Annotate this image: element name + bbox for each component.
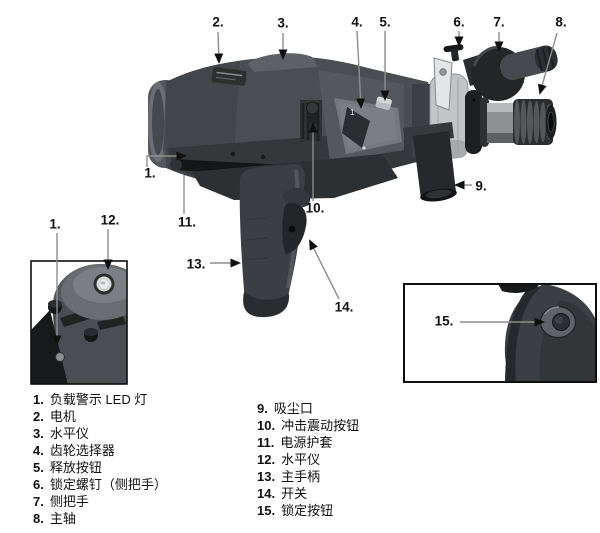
- legend-item-number: 15.: [257, 503, 276, 518]
- legend-item-text: 锁定按钮: [281, 503, 334, 518]
- legend-item: 15. 锁定按钮: [257, 502, 359, 519]
- legend-item: 1. 负载警示 LED 灯: [33, 391, 167, 408]
- inset-top-view: [30, 260, 128, 385]
- legend-item-number: 11.: [257, 435, 275, 450]
- legend-item-text: 主手柄: [281, 469, 321, 484]
- legend-item: 14. 开关: [257, 485, 359, 502]
- legend-item-text: 侧把手: [49, 494, 89, 509]
- callout-label-8: 8.: [555, 14, 567, 30]
- callout-label-9: 9.: [475, 178, 487, 194]
- legend-item-number: 6.: [33, 477, 44, 492]
- led-indicator-part: [55, 352, 65, 362]
- legend-item-text: 齿轮选择器: [49, 443, 115, 458]
- callout-label-10: 10.: [305, 200, 325, 216]
- callout-label-3: 3.: [277, 15, 289, 31]
- callout-label-5: 5.: [379, 14, 391, 30]
- legend-item: 8. 主轴: [33, 510, 167, 527]
- callout-label-12: 12.: [100, 212, 120, 228]
- legend-left-column: 1. 负载警示 LED 灯 2. 电机 3. 水平仪 4. 齿轮选择器 5. 释放按钮: [33, 391, 167, 527]
- legend-item-text: 冲击震动按钮: [281, 418, 360, 433]
- legend-item-text: 电源护套: [280, 435, 333, 450]
- trigger-switch: [282, 187, 311, 254]
- leader-lines: [52, 30, 558, 346]
- motor-rating-plate: [211, 67, 247, 86]
- legend-item: 7. 侧把手: [33, 493, 167, 510]
- legend-item-text: 释放按钮: [49, 460, 102, 475]
- dust-port: [403, 122, 457, 202]
- legend-item: 10. 冲击震动按钮: [257, 417, 359, 434]
- legend-item-number: 8.: [33, 511, 44, 526]
- callout-label-15: 15.: [434, 313, 454, 329]
- callout-label-1-inset: 1.: [49, 216, 61, 232]
- legend-item-number: 4.: [33, 443, 44, 458]
- legend-item-text: 水平仪: [49, 426, 89, 441]
- callout-label-7: 7.: [493, 14, 505, 30]
- legend-item: 11. 电源护套: [257, 434, 359, 451]
- legend-item-number: 12.: [257, 452, 276, 467]
- legend-item-text: 水平仪: [281, 452, 321, 467]
- legend-item: 4. 齿轮选择器: [33, 442, 167, 459]
- legend-item-text: 锁定螺钉（侧把手）: [49, 477, 167, 492]
- legend-item-number: 13.: [257, 469, 276, 484]
- legend-item-number: 9.: [257, 401, 268, 416]
- gear-panel-mark: 1: [350, 108, 355, 117]
- legend-item-number: 14.: [257, 486, 276, 501]
- legend-item-text: 电机: [49, 409, 76, 424]
- legend-item: 6. 锁定螺钉（侧把手）: [33, 476, 167, 493]
- legend-item-number: 10.: [257, 418, 276, 433]
- legend-item: 9. 吸尘口: [257, 400, 359, 417]
- legend-item: 3. 水平仪: [33, 425, 167, 442]
- legend-item: 5. 释放按钮: [33, 459, 167, 476]
- legend-item-number: 1.: [33, 392, 44, 407]
- callout-label-13: 13.: [186, 256, 206, 272]
- legend-item-text: 主轴: [49, 511, 76, 526]
- legend-item: 2. 电机: [33, 408, 167, 425]
- callout-label-11: 11.: [177, 214, 197, 230]
- legend-right-column: 9. 吸尘口 10. 冲击震动按钮 11. 电源护套 12. 水平仪 13. 主手柄: [257, 400, 359, 519]
- legend-item: 12. 水平仪: [257, 451, 359, 468]
- callout-label-2: 2.: [212, 14, 224, 30]
- inset-lock-button: [403, 283, 597, 383]
- spindle: [465, 90, 557, 154]
- legend-item-number: 3.: [33, 426, 44, 441]
- callout-label-6: 6.: [453, 14, 465, 30]
- legend-item-text: 负载警示 LED 灯: [49, 392, 148, 407]
- legend-item-number: 5.: [33, 460, 44, 475]
- legend-item: 13. 主手柄: [257, 468, 359, 485]
- top-bubble-level: [248, 53, 318, 72]
- lock-screw-part: [443, 44, 464, 62]
- legend-item-text: 开关: [281, 486, 308, 501]
- legend-item-number: 7.: [33, 494, 44, 509]
- callout-label-4: 4.: [351, 14, 363, 30]
- gear-selector: 1: [306, 96, 402, 154]
- callout-label-1-main: 1.: [144, 165, 156, 181]
- callout-label-14: 14.: [334, 299, 354, 315]
- impact-knob-part: [306, 101, 319, 124]
- legend-item-text: 吸尘口: [273, 401, 313, 416]
- legend-item-number: 2.: [33, 409, 44, 424]
